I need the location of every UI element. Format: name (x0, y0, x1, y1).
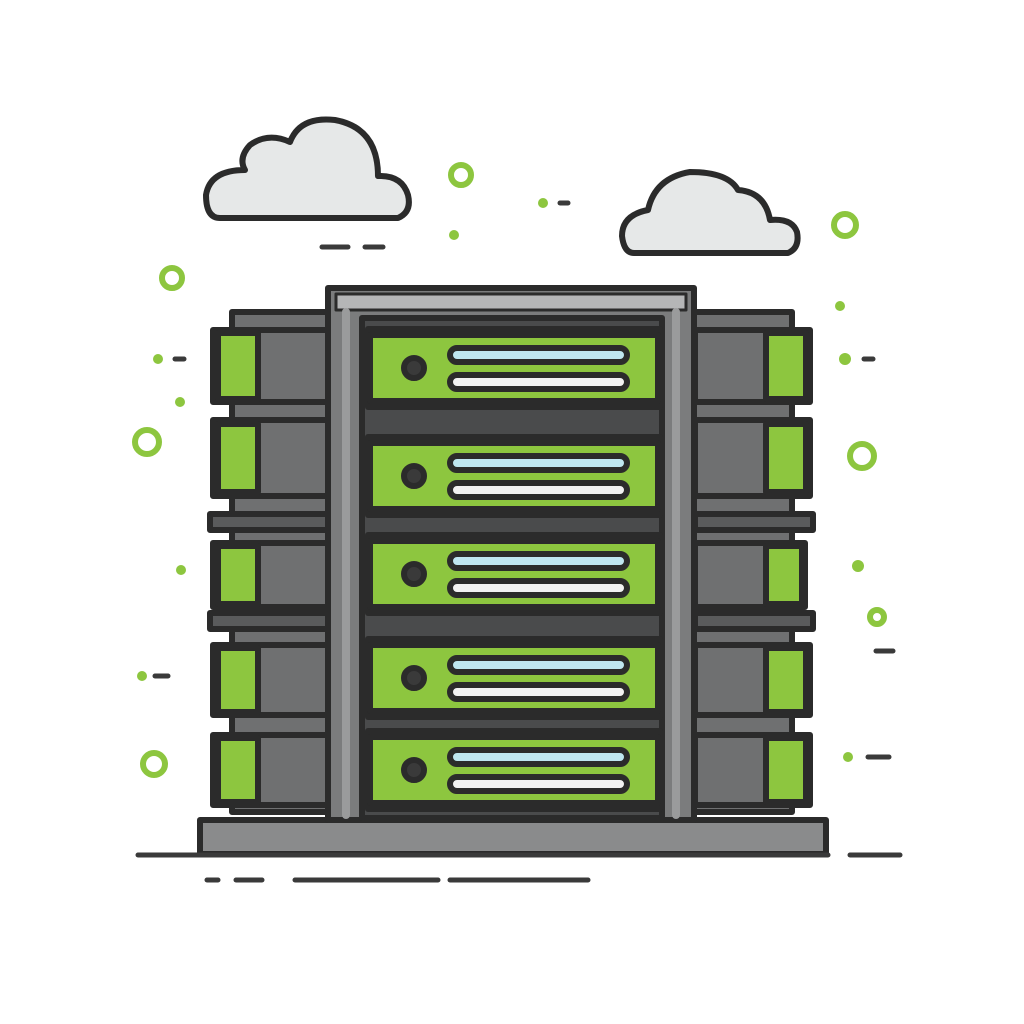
cloud-icon (619, 169, 801, 256)
status-light-bar (447, 682, 630, 702)
server-drawer (365, 434, 663, 518)
power-button-icon (401, 355, 427, 381)
side-rack-right (689, 309, 816, 815)
power-button-icon (401, 561, 427, 587)
ring-dot-icon (132, 427, 162, 457)
status-light-bar (447, 747, 630, 767)
server-drawer (365, 326, 663, 410)
ring-dot-icon (140, 750, 168, 778)
ring-dot-icon (159, 265, 185, 291)
rack-base (197, 817, 829, 857)
ring-dot-icon (867, 607, 887, 627)
server-drawer (365, 728, 663, 812)
server-drawer (365, 636, 663, 720)
status-light-bar (447, 372, 630, 392)
small-dots (137, 198, 864, 762)
ring-dot-icon (831, 211, 859, 239)
ground-lines (135, 200, 903, 883)
status-light-bar (447, 774, 630, 794)
status-light-bar (447, 345, 630, 365)
status-light-bar (447, 453, 630, 473)
decorative-dots (132, 162, 887, 778)
ring-dot-icon (847, 441, 877, 471)
cloud-icon (203, 116, 412, 221)
power-button-icon (401, 665, 427, 691)
status-light-bar (447, 655, 630, 675)
status-light-bar (447, 578, 630, 598)
ring-dot-icon (448, 162, 474, 188)
status-light-bar (447, 551, 630, 571)
side-rack-left (207, 309, 335, 815)
status-light-bar (447, 480, 630, 500)
power-button-icon (401, 463, 427, 489)
power-button-icon (401, 757, 427, 783)
server-drawer (365, 532, 663, 616)
